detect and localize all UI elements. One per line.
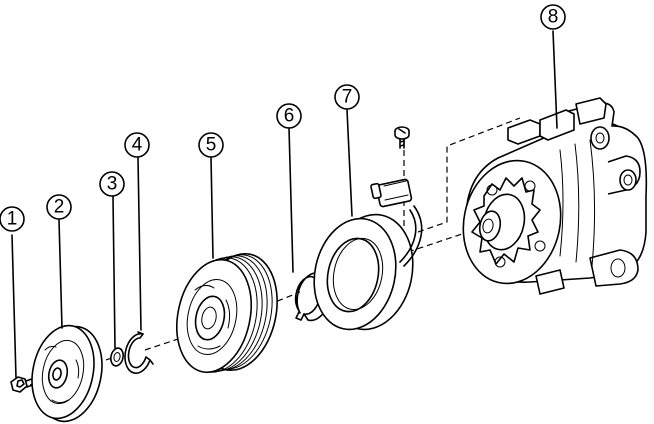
callout-1: 1 — [0, 206, 25, 232]
part-compressor-body — [462, 97, 648, 295]
part-snap-ring — [124, 331, 154, 374]
callout-8-label: 8 — [548, 7, 559, 28]
callout-4: 4 — [124, 132, 150, 158]
callout-2: 2 — [46, 194, 72, 220]
assembly-axis-dashed — [29, 117, 521, 386]
callout-5: 5 — [198, 132, 224, 158]
callout-3: 3 — [99, 171, 125, 197]
part-shim — [110, 347, 124, 367]
part-screw — [394, 126, 410, 149]
part-pulley — [176, 252, 278, 374]
leader-lines — [11, 30, 558, 379]
part-pressure-plate — [31, 324, 103, 423]
part-field-coil — [313, 178, 423, 331]
callout-1-label: 1 — [7, 209, 18, 230]
callout-2-label: 2 — [54, 197, 65, 218]
callout-6: 6 — [276, 103, 302, 129]
callout-8: 8 — [540, 4, 566, 30]
callout-6-label: 6 — [284, 106, 295, 127]
callout-3-label: 3 — [107, 174, 118, 195]
callout-7-label: 7 — [342, 87, 353, 108]
callout-7: 7 — [334, 84, 360, 110]
callout-5-label: 5 — [206, 135, 217, 156]
callout-4-label: 4 — [132, 135, 143, 156]
